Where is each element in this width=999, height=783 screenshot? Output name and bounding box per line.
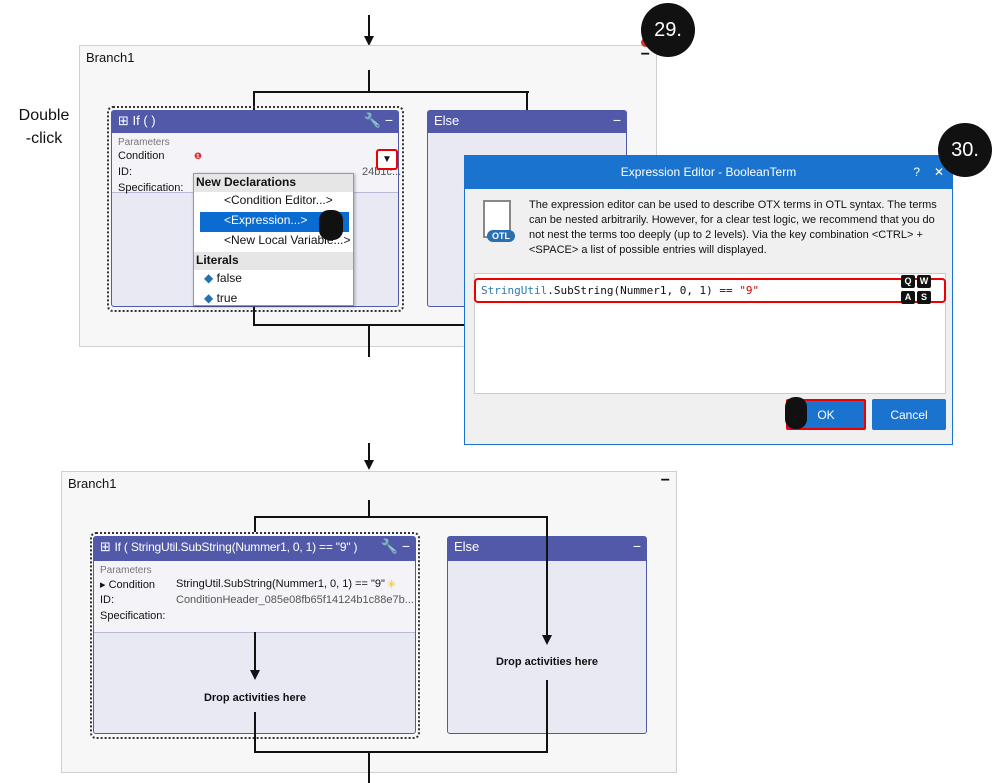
help-button[interactable]: ? <box>913 165 920 179</box>
expr-method: SubString <box>553 284 614 297</box>
double-click-hint: Double -click <box>10 104 78 150</box>
branch-title: Branch1 <box>68 476 117 491</box>
flow-line <box>254 516 548 518</box>
wrench-icon[interactable]: 🔧 <box>363 112 381 128</box>
flow-line <box>254 712 256 753</box>
group-new-declarations: New Declarations <box>194 174 353 192</box>
minimize-icon[interactable]: − <box>384 112 393 128</box>
expression-editor-dialog: Expression Editor - BooleanTerm ? ✕ OTL … <box>464 155 953 445</box>
minimize-icon[interactable]: − <box>612 112 621 128</box>
flow-line <box>253 91 529 93</box>
expr-class: StringUtil <box>481 284 548 297</box>
menu-item-false[interactable]: ◆ false <box>194 270 353 290</box>
literal-icon: ◆ <box>204 291 214 305</box>
drop-zone-else[interactable]: Drop activities here <box>495 656 599 668</box>
arrow-icon <box>250 670 260 680</box>
spec-label: Specification: <box>100 610 166 622</box>
branch-title: Branch1 <box>86 50 135 65</box>
expr-dot: . <box>547 284 554 297</box>
if-title: If ( ) <box>132 113 156 128</box>
flow-line <box>546 680 548 734</box>
if-title: If ( StringUtil.SubString(Nummer1, 0, 1)… <box>114 540 358 554</box>
wrench-icon[interactable]: 🔧 <box>380 538 398 554</box>
minimize-icon[interactable]: − <box>401 538 410 554</box>
condition-expander[interactable]: ▸ Condition <box>100 578 156 591</box>
flow-line <box>368 70 370 93</box>
flow-line <box>546 734 548 753</box>
id-label: ID: <box>118 166 133 178</box>
flow-line <box>368 500 370 517</box>
condition-dropdown-button[interactable]: ▼ <box>376 149 398 170</box>
flow-line <box>546 516 548 636</box>
flow-line <box>368 751 370 783</box>
flow-line <box>253 307 255 326</box>
params-caption: Parameters <box>118 137 170 148</box>
cancel-button[interactable]: Cancel <box>872 399 946 430</box>
flow-line <box>254 751 548 753</box>
expression-highlight: StringUtil.SubString(Nummer1, 0, 1) == "… <box>474 278 946 303</box>
params-caption: Parameters <box>100 565 152 576</box>
literal-icon: ◆ <box>204 271 214 285</box>
id-value: ConditionHeader_085e08fb65f14124b1c88e7b… <box>176 594 414 606</box>
else-title: Else <box>454 539 480 554</box>
minimize-icon[interactable]: − <box>632 538 641 554</box>
condition-value[interactable]: StringUtil.SubString(Nummer1, 0, 1) == "… <box>176 578 385 590</box>
flow-line <box>254 516 256 532</box>
arrow-icon <box>364 36 374 46</box>
literal-label: true <box>216 291 238 305</box>
otl-badge: OTL <box>487 230 515 242</box>
selection-frame <box>107 106 404 312</box>
arrow-icon <box>364 460 374 470</box>
step-badge-30: 30. <box>938 123 992 177</box>
sparkle-icon: ✳ <box>386 578 397 591</box>
step-badge-29: 29. <box>641 3 695 57</box>
hint-line2: -click <box>25 130 63 147</box>
flow-line <box>254 632 256 672</box>
dialog-description: The expression editor can be used to des… <box>529 199 937 256</box>
condition-label: Condition <box>118 150 165 162</box>
expression-input[interactable] <box>474 273 946 394</box>
key-a-icon: A <box>901 291 915 304</box>
flow-line <box>526 91 528 110</box>
spec-label: Specification: <box>118 182 184 194</box>
group-literals: Literals <box>194 252 353 270</box>
menu-item-expression[interactable]: <Expression...> <box>200 212 349 232</box>
menu-item-true[interactable]: ◆ true <box>194 290 353 310</box>
else-title: Else <box>434 113 460 128</box>
key-w-icon: W <box>917 275 931 288</box>
flow-line <box>253 91 255 110</box>
id-label: ID: <box>100 594 115 606</box>
flow-line <box>368 324 370 357</box>
error-icon: ❶ <box>194 150 203 161</box>
expr-args: (Nummer1, 0, 1) == <box>613 284 740 297</box>
collapse-button[interactable]: − <box>640 46 650 63</box>
expr-string: "9" <box>739 284 760 297</box>
literal-label: false <box>216 271 242 285</box>
mouse-click-icon <box>785 397 807 429</box>
flow-line <box>253 324 529 326</box>
flow-icon: ⊞ <box>118 113 129 128</box>
mouse-click-icon <box>319 210 343 240</box>
close-button[interactable]: ✕ <box>933 165 944 179</box>
key-q-icon: Q <box>901 275 915 288</box>
flow-line <box>368 15 370 40</box>
drop-zone-if[interactable]: Drop activities here <box>203 692 307 704</box>
key-s-icon: S <box>917 291 931 304</box>
collapse-button[interactable]: − <box>660 472 670 489</box>
menu-item-condition-editor[interactable]: <Condition Editor...> <box>224 193 333 207</box>
dialog-title: Expression Editor - BooleanTerm <box>620 165 797 179</box>
flow-icon: ⊞ <box>100 539 111 554</box>
arrow-icon <box>542 635 552 645</box>
menu-item-new-local-variable[interactable]: <New Local Variable...> <box>224 233 351 247</box>
hint-line1: Double <box>18 107 70 124</box>
flow-line <box>368 443 370 463</box>
condition-label: Condition <box>108 578 156 591</box>
